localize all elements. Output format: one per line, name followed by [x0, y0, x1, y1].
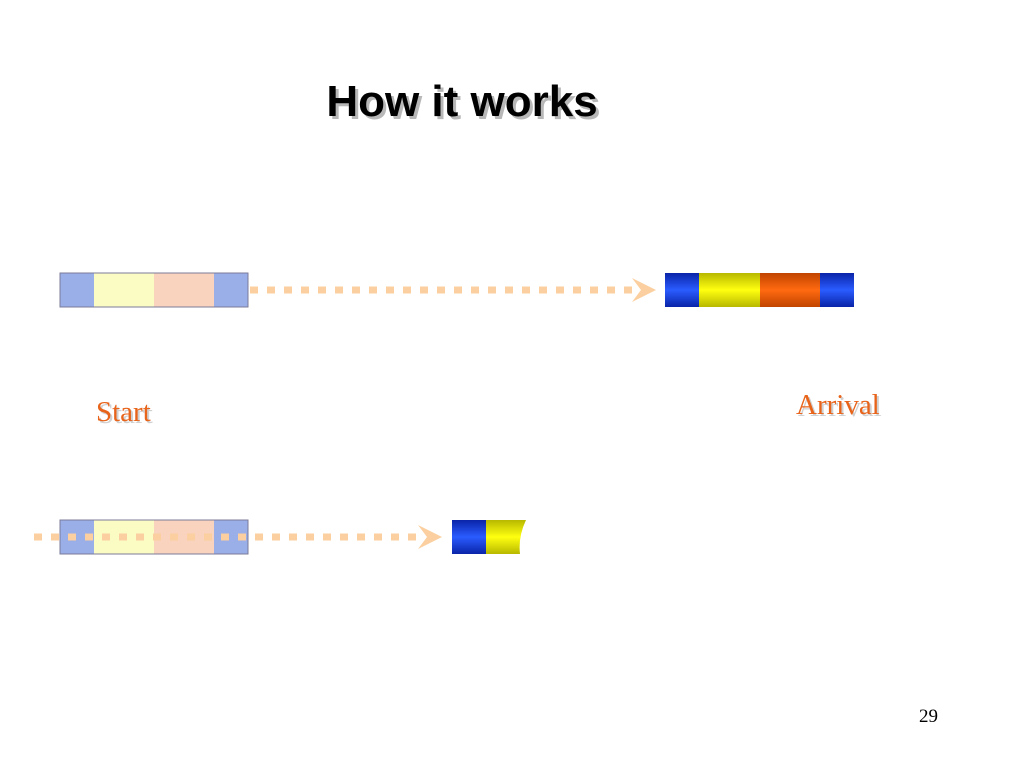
arrival-segment-yellow — [699, 273, 760, 307]
start-label: Start — [96, 396, 151, 428]
arrival-segment-orange — [760, 273, 820, 307]
partial-arrival-block — [452, 520, 526, 554]
arrival-label: Arrival — [796, 389, 880, 421]
start-block-outline — [59, 272, 249, 308]
dotted-arrow-bottom — [34, 525, 442, 549]
arrival-segment-blue-right — [820, 273, 854, 307]
dotted-arrow-top — [250, 278, 656, 302]
start-block-top — [59, 272, 249, 308]
slide-title: How it works — [326, 77, 598, 126]
page-number: 29 — [919, 706, 938, 727]
start-block-outline — [59, 519, 249, 555]
arrow-head — [418, 525, 442, 549]
arrival-segment-blue-left — [665, 273, 699, 307]
start-segment-blue-right — [214, 273, 248, 307]
start-segment-yellow — [94, 273, 154, 307]
arrival-block — [665, 273, 854, 307]
start-segment-orange — [154, 273, 214, 307]
start-segment-blue-left — [60, 273, 94, 307]
partial-segment-yellow — [486, 520, 526, 554]
arrow-head — [632, 278, 656, 302]
partial-segment-blue — [452, 520, 486, 554]
